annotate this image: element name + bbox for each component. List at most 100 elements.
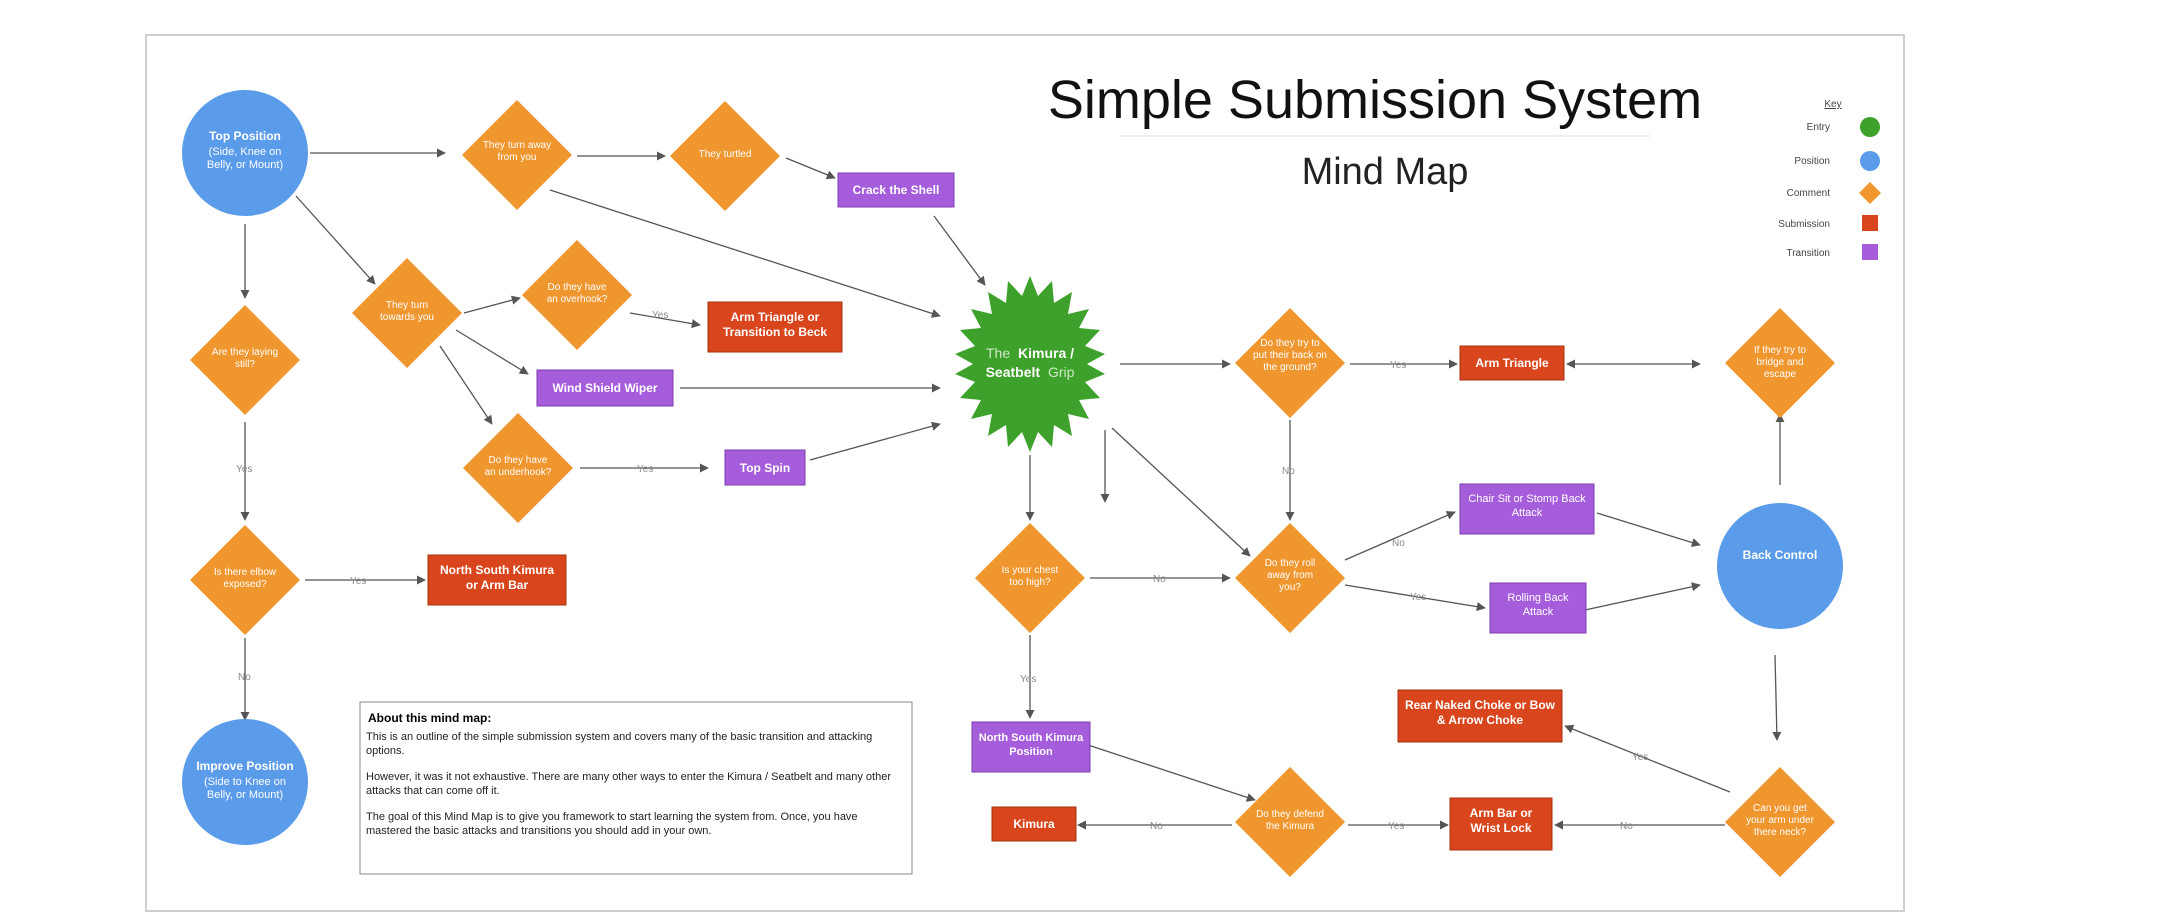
diagram-title: Simple Submission System xyxy=(1048,70,1702,130)
node-elbow-exposed[interactable]: Is there elbow exposed? xyxy=(190,525,300,635)
node-arm-triangle[interactable]: Arm Triangle xyxy=(1459,345,1565,381)
node-label-box: (Side to Knee on Belly, or Mount) xyxy=(204,776,286,801)
node-label: Kimura xyxy=(1013,817,1055,831)
about-heading: About this mind map: xyxy=(368,711,491,725)
edge xyxy=(455,329,529,375)
entry-star xyxy=(955,276,1105,452)
node-kimura-grip[interactable]: The Kimura / Seatbelt Grip xyxy=(955,276,1105,452)
node-label: Do they have an underhook? xyxy=(484,455,552,478)
edge-label-yes: Yes xyxy=(1388,821,1404,832)
legend-swatch-position xyxy=(1860,151,1880,171)
node-bridge[interactable]: If they try to bridge and escape xyxy=(1725,308,1835,418)
edge-label-no: No xyxy=(238,672,251,683)
node-roll-away[interactable]: Do they roll away from you? xyxy=(1235,523,1345,633)
edge xyxy=(1564,724,1731,793)
edge xyxy=(785,157,836,180)
submission-box xyxy=(991,806,1077,842)
node-label: Top Position xyxy=(209,129,281,143)
node-label: They turtled xyxy=(698,149,752,160)
node-label: Improve Position xyxy=(196,759,293,773)
node-laying-still[interactable]: Are they laying still? xyxy=(190,305,300,415)
node-label: Arm Triangle xyxy=(1475,356,1549,370)
node-turn-away[interactable]: They turn away from you xyxy=(462,100,572,210)
comment-diamond xyxy=(522,240,632,350)
edge xyxy=(629,312,701,329)
edge xyxy=(1584,582,1701,611)
node-turn-towards[interactable]: They turn towards you xyxy=(352,258,462,368)
about-border xyxy=(359,701,913,875)
edge-label-yes: Yes xyxy=(1390,360,1406,371)
comment-diamond xyxy=(670,101,780,211)
node-arm-triangle-beck[interactable]: Arm Triangle or Transition to Beck xyxy=(707,301,843,353)
node-ns-kimura-position[interactable]: North South Kimura Position xyxy=(971,721,1091,773)
node-chair-sit[interactable]: Chair Sit or Stomp Back Attack xyxy=(1459,483,1595,535)
legend-label-transition: Transition xyxy=(1786,248,1830,259)
legend-label-entry: Entry xyxy=(1807,122,1830,133)
node-label: Can you get your arm under there neck? xyxy=(1746,803,1814,838)
node-label: Arm Bar or Wrist Lock xyxy=(1469,806,1533,835)
node-label: (Side, Knee on Belly, or Mount) xyxy=(206,146,284,171)
submission-box xyxy=(1459,345,1565,381)
node-label-box: North South Kimura Position xyxy=(979,732,1084,758)
comment-diamond xyxy=(1235,767,1345,877)
node-label: Crack the Shell xyxy=(853,183,940,197)
node-improve-position[interactable]: Improve Position (Side to Knee on Belly,… xyxy=(182,719,308,845)
edge-label-no: No xyxy=(1392,538,1405,549)
edge-label-yes: Yes xyxy=(652,310,668,321)
node-rolling-back[interactable]: Rolling Back Attack xyxy=(1489,582,1587,634)
edge xyxy=(1111,427,1251,557)
node-label: Rolling Back Attack xyxy=(1507,592,1569,618)
node-top-spin[interactable]: Top Spin xyxy=(724,449,806,486)
node-windshield[interactable]: Wind Shield Wiper xyxy=(536,369,674,407)
edge xyxy=(1772,654,1782,741)
node-put-back[interactable]: Do they try to put their back on the gro… xyxy=(1235,308,1345,418)
node-label-box: Do they roll away from you? xyxy=(1265,558,1316,593)
about-paragraph-2: However, it was it not exhaustive. There… xyxy=(366,771,892,797)
node-label: North South Kimura or Arm Bar xyxy=(440,563,554,592)
node-label: Do they defend the Kimura xyxy=(1256,809,1324,832)
legend-title: Key xyxy=(1824,99,1841,110)
node-underhook[interactable]: Do they have an underhook? xyxy=(463,413,573,523)
comment-diamond xyxy=(1235,523,1345,633)
node-arm-under-neck[interactable]: Can you get your arm under there neck? xyxy=(1725,767,1835,877)
node-turtled[interactable]: They turtled xyxy=(670,101,780,211)
legend-swatch-entry xyxy=(1860,117,1880,137)
submission-box xyxy=(1449,797,1553,851)
node-defend-kimura[interactable]: Do they defend the Kimura xyxy=(1235,767,1345,877)
node-ns-kimura-armbar[interactable]: North South Kimura or Arm Bar xyxy=(427,554,567,606)
node-overhook[interactable]: Do they have an overhook? xyxy=(522,240,632,350)
edge xyxy=(1344,584,1486,612)
node-armbar-wrist[interactable]: Arm Bar or Wrist Lock xyxy=(1449,797,1553,851)
node-label: Top Spin xyxy=(740,461,790,475)
edge-label-yes: Yes xyxy=(236,464,252,475)
comment-diamond xyxy=(462,100,572,210)
edge-label-yes: Yes xyxy=(1410,592,1426,603)
node-label-box: Chair Sit or Stomp Back Attack xyxy=(1468,493,1585,519)
node-label-box: Arm Bar or Wrist Lock xyxy=(1469,806,1533,835)
edge-label-yes: Yes xyxy=(637,464,653,475)
position-circle xyxy=(182,90,308,216)
about-paragraph-3: The goal of this Mind Map is to give you… xyxy=(366,811,858,837)
node-label: Do they try to put their back on the gro… xyxy=(1253,338,1327,373)
node-label-box: Rear Naked Choke or Bow & Arrow Choke xyxy=(1405,698,1555,727)
comment-diamond xyxy=(1235,308,1345,418)
node-top-position[interactable]: Top Position (Side, Knee on Belly, or Mo… xyxy=(182,90,308,216)
position-circle xyxy=(182,719,308,845)
node-label: They turn towards you xyxy=(380,300,434,323)
node-back-control[interactable]: Back Control xyxy=(1717,503,1843,629)
about-box: About this mind map: This is an outline … xyxy=(359,701,913,875)
node-kimura[interactable]: Kimura xyxy=(991,806,1077,842)
diagram-subtitle: Mind Map xyxy=(1302,151,1469,193)
comment-diamond xyxy=(975,523,1085,633)
node-label-box: They turtled xyxy=(698,149,752,160)
node-chest-high[interactable]: Is your chest too high? xyxy=(975,523,1085,633)
transition-box xyxy=(837,172,955,208)
transition-box xyxy=(971,721,1091,773)
node-label-box: Back Control xyxy=(1743,548,1818,562)
edges xyxy=(240,148,1785,830)
submission-box xyxy=(707,301,843,353)
node-rnc[interactable]: Rear Naked Choke or Bow & Arrow Choke xyxy=(1397,689,1563,743)
node-label: Is there elbow exposed? xyxy=(213,567,277,590)
node-label-box: They turn away from you xyxy=(483,140,551,163)
node-crack-shell[interactable]: Crack the Shell xyxy=(837,172,955,208)
